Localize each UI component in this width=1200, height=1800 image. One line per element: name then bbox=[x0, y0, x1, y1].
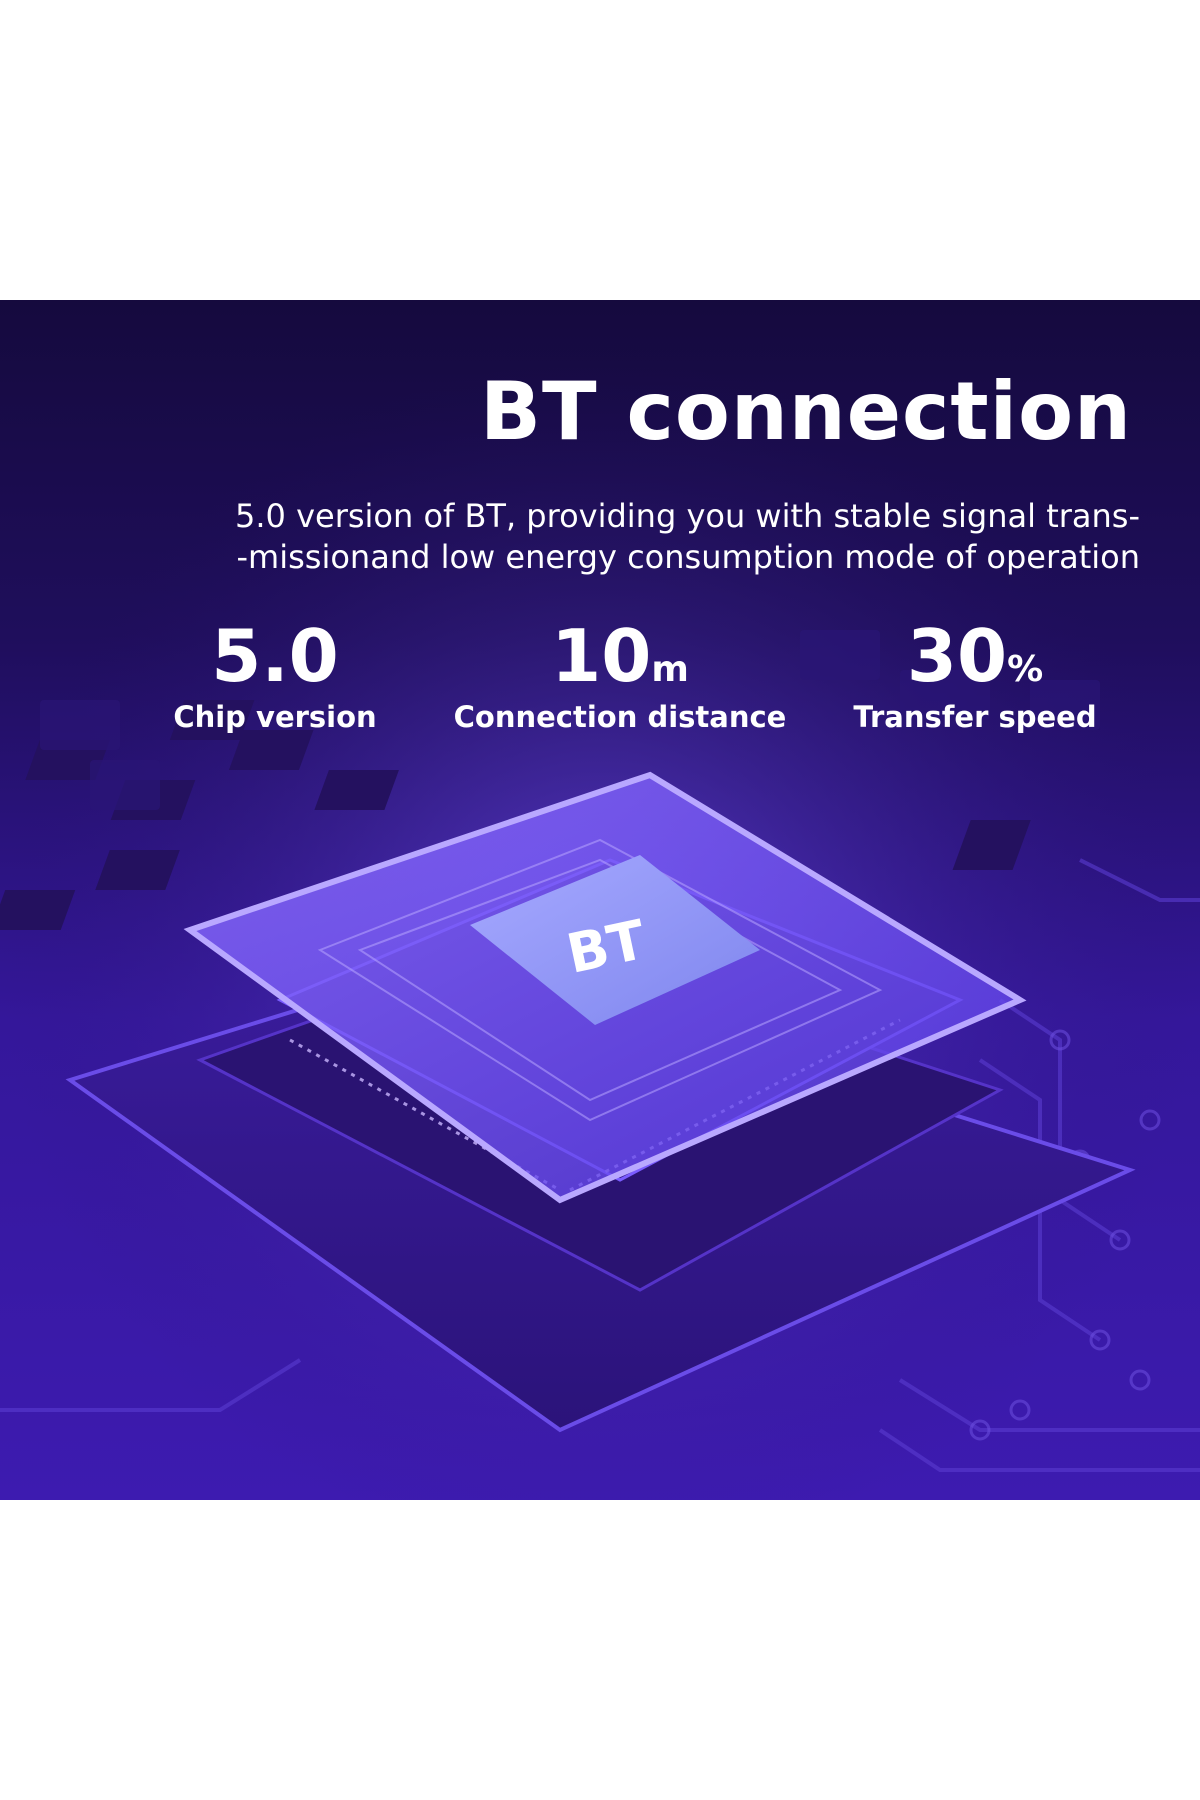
bt-connection-banner: BT BT connection 5.0 version of BT, prov… bbox=[0, 300, 1200, 1500]
subtitle-line-2: -missionand low energy consumption mode … bbox=[236, 538, 1141, 576]
bt-core bbox=[470, 855, 760, 1025]
circuit-board-illustration: BT bbox=[0, 300, 1200, 1500]
chip-circuit-detail bbox=[317, 838, 883, 1122]
background-ics bbox=[40, 630, 1100, 810]
stat-label: Chip version bbox=[173, 700, 377, 734]
stat-label: Connection distance bbox=[453, 700, 787, 734]
stat-value: 10m bbox=[551, 614, 689, 698]
stat-transfer-speed: 30% Transfer speed bbox=[840, 620, 1110, 734]
stat-value: 5.0 bbox=[211, 614, 339, 698]
stat-value: 30% bbox=[906, 614, 1044, 698]
stat-chip-version: 5.0 Chip version bbox=[160, 620, 390, 734]
page-title: BT connection bbox=[480, 365, 1132, 458]
stat-label: Transfer speed bbox=[853, 700, 1097, 734]
subtitle: 5.0 version of BT, providing you with st… bbox=[0, 496, 1140, 578]
stat-connection-distance: 10m Connection distance bbox=[440, 620, 800, 734]
subtitle-line-1: 5.0 version of BT, providing you with st… bbox=[235, 497, 1140, 535]
